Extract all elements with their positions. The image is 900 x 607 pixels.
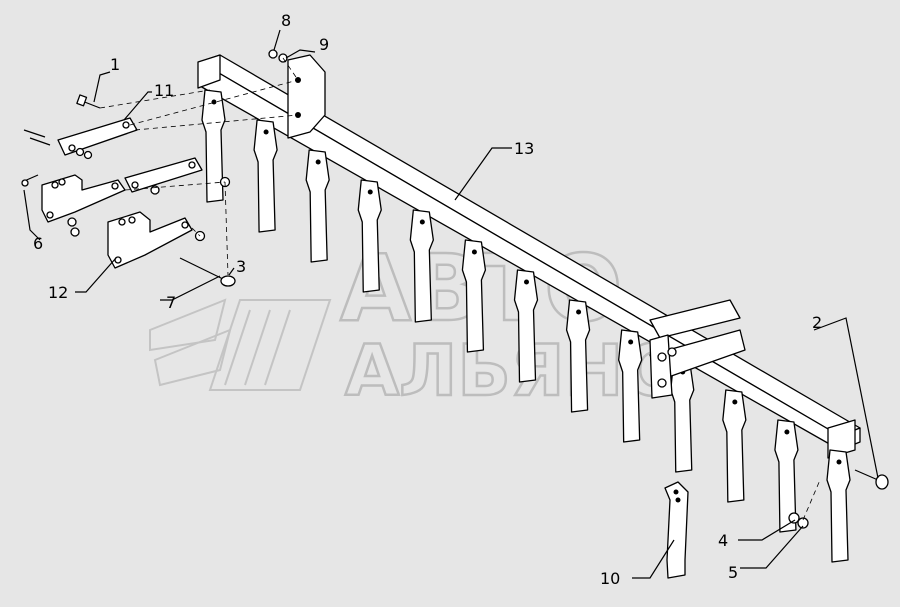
tine-hole — [628, 339, 634, 345]
tine-hole — [211, 99, 217, 105]
tine-hole — [315, 159, 321, 165]
tine — [409, 209, 434, 323]
callout-10: 10 — [600, 569, 620, 588]
tine-hole — [732, 399, 738, 405]
top-bracket — [287, 54, 326, 139]
callout-8: 8 — [281, 11, 291, 30]
callout-13: 13 — [514, 139, 534, 158]
callout-4: 4 — [718, 531, 728, 550]
nuts-4-5 — [788, 479, 821, 529]
left-assembly — [21, 79, 299, 287]
tine-hole — [263, 129, 269, 135]
callout-1: 1 — [110, 55, 120, 74]
right-brackets — [649, 299, 746, 399]
tine-hole — [419, 219, 425, 225]
callout-11: 11 — [154, 81, 174, 100]
tine — [722, 389, 747, 503]
callout-3: 3 — [236, 257, 246, 276]
tine-hole — [524, 279, 529, 285]
callout-labels: 1 2 3 4 5 6 7 8 9 10 11 12 13 — [33, 11, 822, 588]
loose-tine — [664, 481, 689, 579]
tine — [826, 449, 851, 563]
callout-7: 7 — [166, 293, 176, 312]
tine-hole — [784, 429, 790, 435]
tine — [513, 269, 539, 383]
tine — [618, 329, 643, 443]
tine — [305, 149, 330, 263]
tine — [565, 299, 591, 413]
nuts-8-9 — [268, 49, 299, 81]
tine — [357, 179, 382, 293]
tine-hole — [836, 459, 842, 465]
tine-hole — [576, 309, 582, 315]
bolt-2 — [854, 469, 889, 490]
callout-5: 5 — [728, 563, 738, 582]
tine — [253, 119, 278, 233]
leader-lines — [23, 29, 879, 579]
watermark-logo: АВТО АЛЬЯНС — [149, 234, 676, 413]
tines — [201, 89, 851, 563]
tine — [201, 89, 226, 203]
tine — [461, 239, 487, 353]
tine-hole — [471, 249, 477, 255]
callout-9: 9 — [319, 35, 329, 54]
callout-6: 6 — [33, 234, 43, 253]
callout-2: 2 — [812, 313, 822, 332]
tine — [670, 359, 695, 473]
tine — [774, 419, 799, 533]
tine-hole — [367, 189, 373, 195]
callout-12: 12 — [48, 283, 68, 302]
